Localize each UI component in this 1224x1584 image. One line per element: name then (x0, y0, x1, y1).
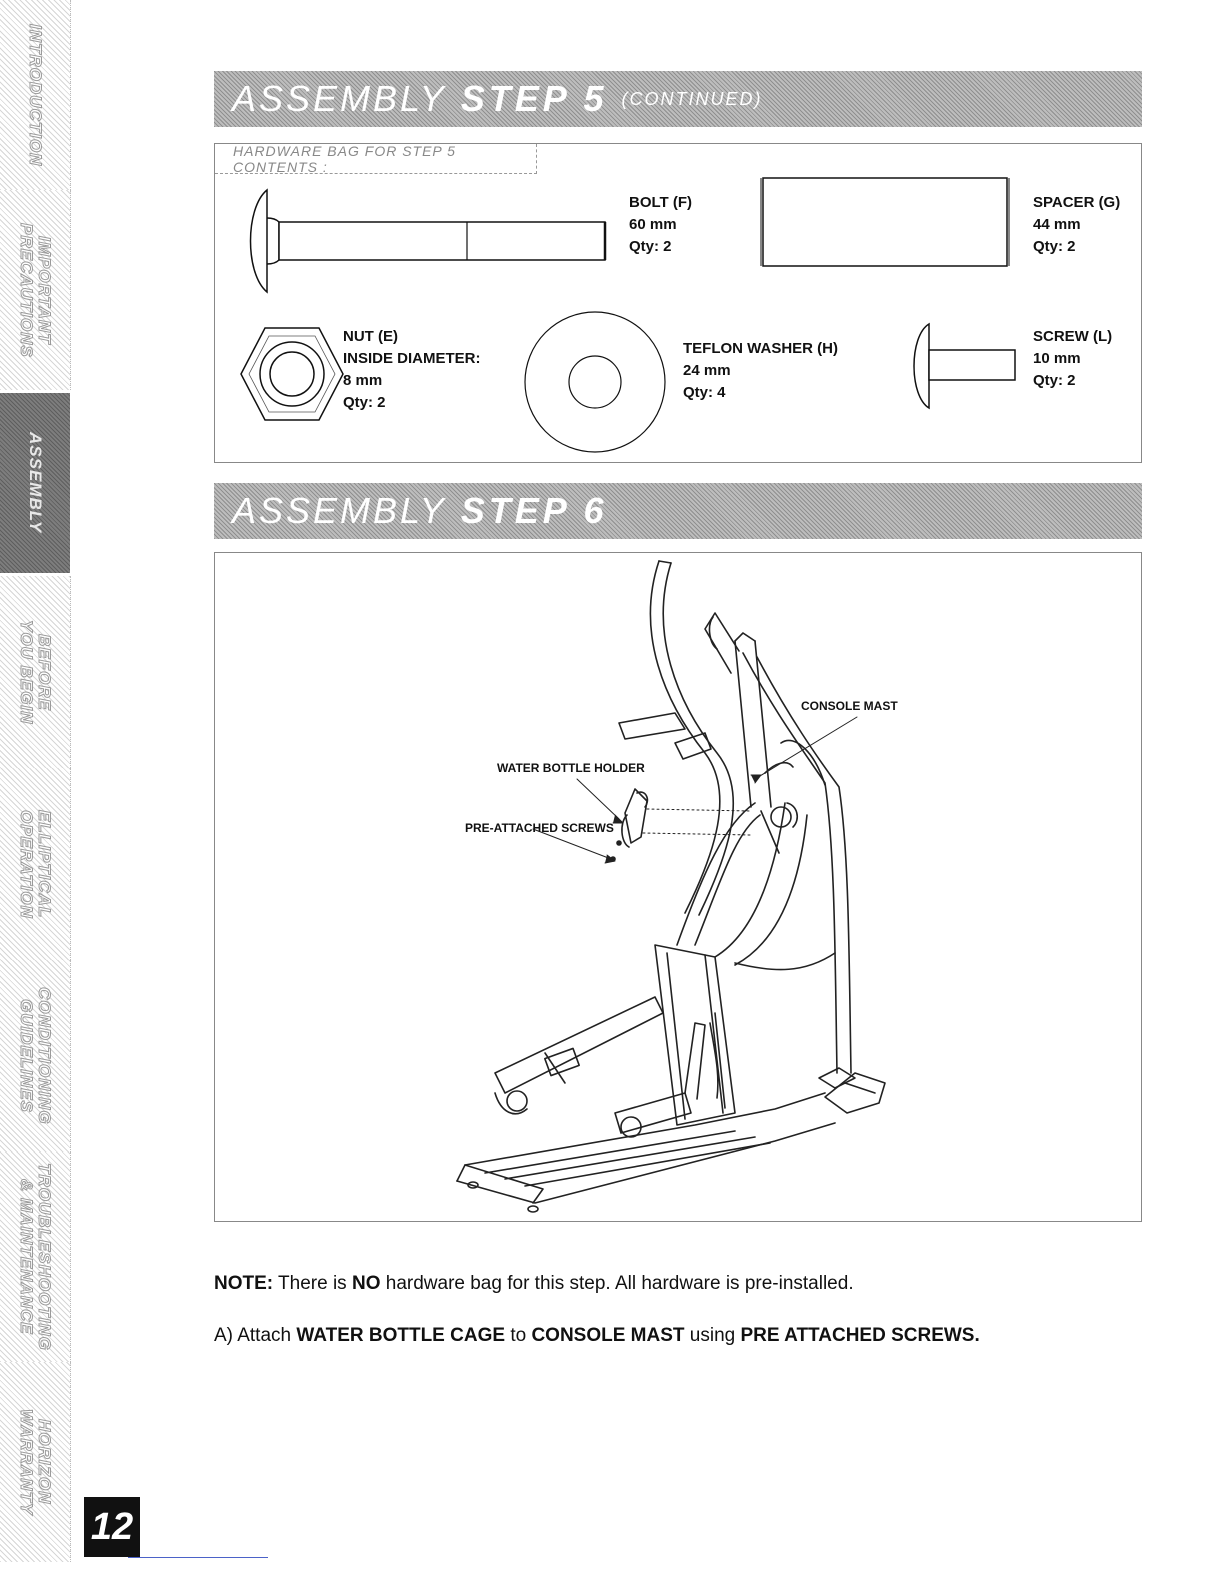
instruction-prefix: A) Attach (214, 1325, 292, 1346)
sidebar-tab-elliptical-operation[interactable]: ELLIPTICAL OPERATION (0, 768, 71, 960)
nut-size: 8 mm (343, 372, 383, 389)
washer-qty: Qty: 4 (683, 384, 726, 401)
step6-banner: ASSEMBLY STEP 6 (214, 483, 1142, 539)
sidebar-tab-label: IMPORTANT PRECAUTIONS (17, 222, 55, 358)
instruction-a: A) Attach WATER BOTTLE CAGE to CONSOLE M… (214, 1325, 980, 1347)
bolt-label: BOLT (F) 60 mm Qty: 2 (629, 192, 692, 258)
sidebar-tab-label: ASSEMBLY (26, 432, 45, 534)
bolt-size: 60 mm (629, 216, 677, 233)
screw-illustration (913, 322, 1016, 410)
instruction-item-1: WATER BOTTLE CAGE (296, 1325, 506, 1346)
sidebar-tab-label: BEFORE YOU BEGIN (17, 619, 55, 725)
instruction-item-3: PRE ATTACHED SCREWS. (740, 1325, 980, 1346)
banner-title-word: ASSEMBLY (232, 78, 447, 119)
callout-pre-attached-screws: PRE-ATTACHED SCREWS (465, 821, 614, 835)
bolt-name: BOLT (F) (629, 194, 693, 211)
screw-name: SCREW (L) (1033, 328, 1113, 345)
washer-label: TEFLON WASHER (H) 24 mm Qty: 4 (683, 338, 838, 404)
sidebar-tab-label: HORIZON WARRANTY (17, 1408, 55, 1516)
nut-label: NUT (E) INSIDE DIAMETER: 8 mm Qty: 2 (343, 326, 481, 414)
spacer-name: SPACER (G) (1033, 194, 1121, 211)
spacer-size: 44 mm (1033, 216, 1081, 233)
nut-qty: Qty: 2 (343, 394, 386, 411)
hardware-bag-title: HARDWARE BAG FOR STEP 5 CONTENTS : (215, 143, 537, 175)
page-number: 12 (84, 1497, 140, 1557)
spacer-label: SPACER (G) 44 mm Qty: 2 (1033, 192, 1120, 258)
sidebar-tab-label: TROUBLESHOOTING & MAINTENANCE (17, 1163, 55, 1352)
screw-size: 10 mm (1033, 350, 1081, 367)
bolt-qty: Qty: 2 (629, 238, 672, 255)
note-text-1: There is (278, 1273, 347, 1294)
sidebar-tab-assembly[interactable]: ASSEMBLY (0, 393, 70, 573)
spacer-illustration (760, 177, 1010, 267)
banner-title-word: ASSEMBLY (232, 490, 447, 531)
sidebar-tab-before-you-begin[interactable]: BEFORE YOU BEGIN (0, 576, 71, 768)
note-text: NOTE: There is NO hardware bag for this … (214, 1273, 854, 1295)
note-emphasis: NO (351, 1273, 381, 1294)
sidebar-tab-conditioning-guidelines[interactable]: CONDITIONING GUIDELINES (0, 960, 71, 1152)
bolt-illustration (249, 188, 607, 294)
instruction-using: using (689, 1325, 736, 1346)
sidebar-tab-horizon-warranty[interactable]: HORIZON WARRANTY (0, 1362, 71, 1562)
hardware-bag-box: HARDWARE BAG FOR STEP 5 CONTENTS : BOLT … (214, 143, 1142, 463)
sidebar-tab-important-precautions[interactable]: IMPORTANT PRECAUTIONS (0, 190, 71, 390)
spacer-qty: Qty: 2 (1033, 238, 1076, 255)
sidebar-tab-label: ELLIPTICAL OPERATION (17, 809, 55, 919)
callout-water-bottle-holder: WATER BOTTLE HOLDER (497, 761, 645, 775)
callout-console-mast: CONSOLE MAST (801, 699, 898, 713)
step5-banner: ASSEMBLY STEP 5 (CONTINUED) (214, 71, 1142, 127)
washer-illustration (524, 311, 666, 453)
nut-illustration (240, 327, 344, 421)
sidebar-tab-label: CONDITIONING GUIDELINES (17, 987, 55, 1126)
instruction-to: to (510, 1325, 527, 1346)
note-text-2: hardware bag for this step. All hardware… (385, 1273, 854, 1294)
instruction-item-2: CONSOLE MAST (531, 1325, 685, 1346)
banner-step-number: STEP 5 (460, 78, 608, 119)
sidebar-tab-troubleshooting-maintenance[interactable]: TROUBLESHOOTING & MAINTENANCE (0, 1152, 71, 1362)
step6-figure-box: CONSOLE MAST WATER BOTTLE HOLDER PRE-ATT… (214, 552, 1142, 1222)
nut-detail: INSIDE DIAMETER: (343, 350, 481, 367)
sidebar-tab-label: INTRODUCTION (26, 23, 46, 167)
washer-size: 24 mm (683, 362, 731, 379)
screw-qty: Qty: 2 (1033, 372, 1076, 389)
nut-name: NUT (E) (343, 328, 398, 345)
banner-suffix: (CONTINUED) (621, 88, 763, 109)
footer-rule (128, 1557, 268, 1558)
banner-step-number: STEP 6 (460, 490, 608, 531)
elliptical-machine-illustration (456, 560, 886, 1213)
note-label: NOTE: (214, 1273, 274, 1294)
screw-label: SCREW (L) 10 mm Qty: 2 (1033, 326, 1112, 392)
sidebar-tab-introduction[interactable]: INTRODUCTION (0, 0, 71, 190)
washer-name: TEFLON WASHER (H) (683, 340, 838, 357)
